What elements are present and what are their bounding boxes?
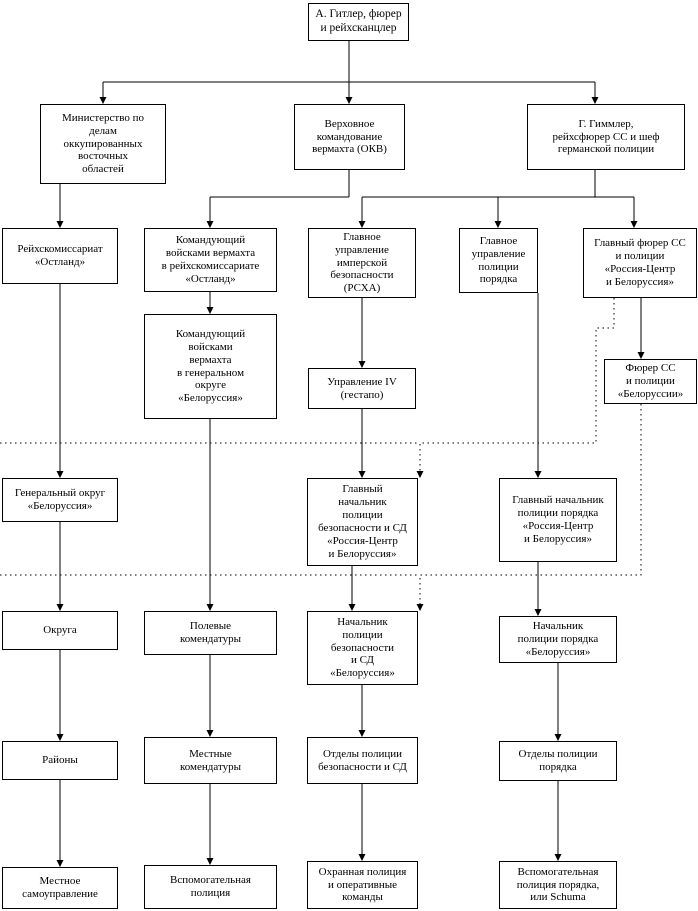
edge-bds-dotted-tail-a xyxy=(0,566,420,577)
node-label: Командующий войсками вермахта в рейхском… xyxy=(161,234,260,285)
node-label: Главный начальник полиции безопасности и… xyxy=(318,483,407,560)
node-label: Управление IV (гестапо) xyxy=(327,375,397,401)
node-hauptamt-ordnungspolizei[interactable]: Главное управление полиции порядка xyxy=(459,228,538,293)
node-label: Районы xyxy=(42,754,78,767)
node-bdo-russland-mitte[interactable]: Главный начальник полиции порядка «Росси… xyxy=(499,478,617,562)
node-kommandierender-belorussia[interactable]: Командующий войсками вермахта в генераль… xyxy=(144,314,277,419)
node-label: Местное самоуправление xyxy=(22,875,98,900)
node-label: Начальник полиции порядка «Белоруссия» xyxy=(517,620,599,658)
node-label: Министерство по делам оккупированных вос… xyxy=(62,111,144,176)
node-label: Командующий войсками вермахта в генераль… xyxy=(175,327,246,405)
node-label: Главное управление полиции порядка xyxy=(471,234,526,286)
node-generalbezirk-belorussia[interactable]: Генеральный округ «Белоруссия» xyxy=(2,478,118,522)
node-schutzpolizei-einsatzkommandos[interactable]: Охранная полиция и оперативные команды xyxy=(307,861,418,909)
node-okw[interactable]: Верховное командование вермахта (ОКВ) xyxy=(294,104,405,170)
node-amt-iv-gestapo[interactable]: Управление IV (гестапо) xyxy=(308,368,416,409)
node-label: Фюрер СС и полиции «Белоруссии» xyxy=(617,362,684,400)
node-label: Генеральный округ «Белоруссия» xyxy=(14,487,106,512)
edge-hsspf-bdorussland-dotted xyxy=(416,298,615,479)
node-label: Рейхскомиссариат «Остланд» xyxy=(17,243,103,268)
node-label: Начальник полиции безопасности и СД «Бел… xyxy=(330,615,395,680)
node-kds-belorussia[interactable]: Начальник полиции безопасности и СД «Бел… xyxy=(307,611,418,685)
node-label: Полевые комендатуры xyxy=(179,620,242,645)
node-feldkomendatury[interactable]: Полевые комендатуры xyxy=(144,611,277,655)
node-ostministerium[interactable]: Министерство по делам оккупированных вос… xyxy=(40,104,166,184)
node-schuma[interactable]: Вспомогательная полиция порядка, или Sch… xyxy=(499,861,617,909)
node-label: Отделы полиции порядка xyxy=(518,748,598,773)
node-vspomogatelnaya-policia[interactable]: Вспомогательная полиция xyxy=(144,865,277,909)
node-label: Вспомогательная полиция порядка, или Sch… xyxy=(516,865,600,904)
node-label: Округа xyxy=(43,624,77,637)
node-otdely-sipo-sd[interactable]: Отделы полиции безопасности и СД xyxy=(307,737,418,784)
node-label: Отделы полиции безопасности и СД xyxy=(318,747,407,773)
node-himmler[interactable]: Г. Гиммлер, рейхсфюрер СС и шеф германск… xyxy=(527,104,685,170)
node-rsha[interactable]: Главное управление имперской безопасност… xyxy=(308,228,416,298)
node-label: Г. Гиммлер, рейхсфюрер СС и шеф германск… xyxy=(552,117,660,156)
node-okruga[interactable]: Округа xyxy=(2,611,118,650)
node-reichskommissariat-ostland[interactable]: Рейхскомиссариат «Остланд» xyxy=(2,228,118,284)
node-otdely-orpo[interactable]: Отделы полиции порядка xyxy=(499,741,617,781)
node-label: Главное управление имперской безопасност… xyxy=(330,230,394,295)
node-hitler[interactable]: А. Гитлер, фюрер и рейхсканцлер xyxy=(308,3,409,41)
edge-bds-left-dotted xyxy=(124,566,338,592)
node-label: Охранная полиция и оперативные команды xyxy=(318,865,407,904)
node-mestnoe-samoupravlenie[interactable]: Местное самоуправление xyxy=(2,867,118,909)
node-label: Верховное командование вермахта (ОКВ) xyxy=(312,117,387,156)
node-label: Главный начальник полиции порядка «Росси… xyxy=(512,494,604,545)
node-label: Вспомогательная полиция xyxy=(170,874,251,899)
node-bds-russland-mitte[interactable]: Главный начальник полиции безопасности и… xyxy=(307,478,418,566)
node-sspf-belorussia[interactable]: Фюрер СС и полиции «Белоруссии» xyxy=(604,359,697,404)
node-label: Местные комендатуры xyxy=(179,747,242,773)
node-label: А. Гитлер, фюрер и рейхсканцлер xyxy=(315,8,402,34)
node-kommandierender-ostland[interactable]: Командующий войсками вермахта в рейхском… xyxy=(144,228,277,292)
node-ortskomendatury[interactable]: Местные комендатуры xyxy=(144,737,277,784)
node-hsspf-russland-mitte[interactable]: Главный фюрер СС и полиции «Россия-Центр… xyxy=(583,228,697,298)
node-label: Главный фюрер СС и полиции «Россия-Центр… xyxy=(594,237,686,288)
node-rayony[interactable]: Районы xyxy=(2,741,118,780)
node-kdo-belorussia[interactable]: Начальник полиции порядка «Белоруссия» xyxy=(499,616,617,663)
